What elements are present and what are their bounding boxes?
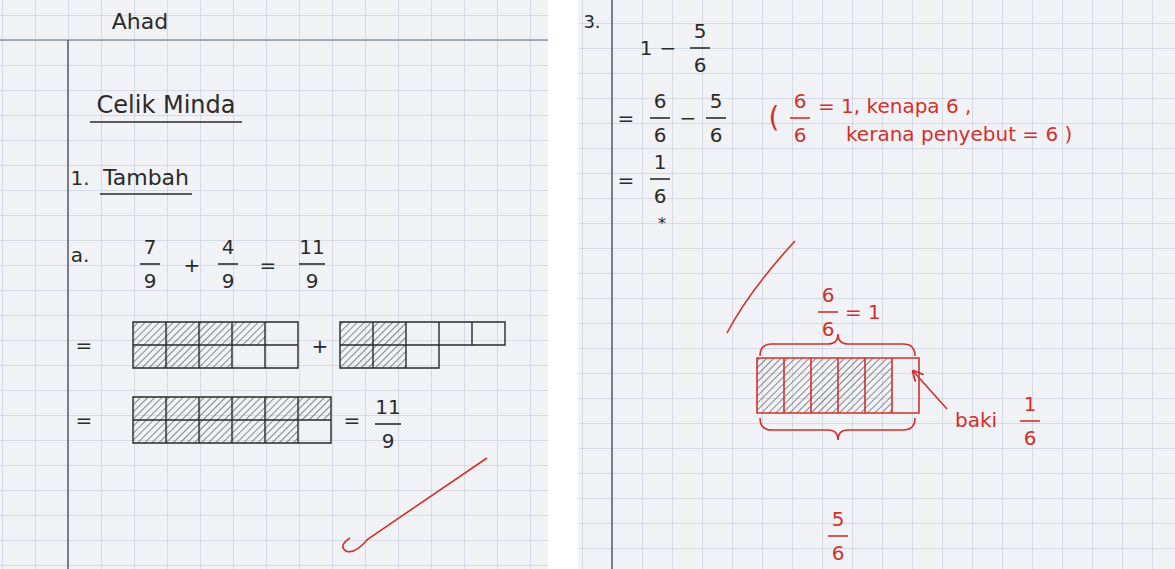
handwritten-text: 5 bbox=[710, 91, 723, 111]
handwritten-text: 6 bbox=[654, 125, 667, 145]
handwritten-text: 11 bbox=[375, 397, 400, 417]
handwritten-text: = bbox=[618, 108, 635, 128]
handwritten-text: = bbox=[76, 410, 93, 430]
margin-line bbox=[611, 0, 613, 569]
handwritten-text: 5 bbox=[832, 509, 845, 529]
handwritten-text: 1 bbox=[640, 38, 653, 58]
handwritten-text: = bbox=[344, 410, 361, 430]
handwritten-text: = bbox=[618, 170, 635, 190]
handwritten-text: − bbox=[660, 38, 677, 58]
handwritten-text: ( bbox=[769, 104, 780, 132]
handwritten-text: 9 bbox=[306, 271, 319, 291]
handwritten-text: 9 bbox=[144, 271, 157, 291]
handwritten-text: * bbox=[658, 216, 666, 232]
handwritten-text: a. bbox=[71, 245, 90, 265]
fraction-grid bbox=[133, 322, 298, 368]
underline bbox=[90, 121, 242, 123]
margin-line bbox=[67, 40, 69, 569]
handwritten-text: + bbox=[184, 255, 201, 275]
handwritten-text: 6 bbox=[832, 543, 845, 563]
handwritten-text: Ahad bbox=[112, 11, 168, 33]
handwritten-text: 3. bbox=[583, 13, 600, 31]
handwritten-text: 4 bbox=[222, 237, 235, 257]
brace bbox=[760, 334, 915, 356]
handwritten-text: = 1 bbox=[845, 302, 881, 322]
fraction-grid bbox=[340, 322, 505, 368]
handwritten-text: 6 bbox=[822, 285, 835, 305]
paper-left bbox=[0, 0, 548, 569]
handwritten-text: 5 bbox=[694, 21, 707, 41]
handwritten-text: 7 bbox=[144, 237, 157, 257]
handwritten-text: = bbox=[76, 335, 93, 355]
check-mark bbox=[727, 241, 795, 333]
fraction-bar-model bbox=[757, 358, 919, 413]
handwritten-text: 6 bbox=[710, 125, 723, 145]
handwritten-text: 6 bbox=[794, 125, 807, 145]
handwritten-text: baki bbox=[955, 410, 997, 430]
handwritten-text: 11 bbox=[299, 237, 324, 257]
handwritten-text: = 1, kenapa 6 , bbox=[818, 96, 971, 116]
fraction-bars-red bbox=[790, 118, 1040, 536]
brace bbox=[760, 418, 915, 440]
handwritten-text: 6 bbox=[654, 186, 667, 206]
fraction-grid bbox=[133, 397, 331, 443]
grid-left bbox=[0, 0, 548, 569]
check-mark bbox=[343, 458, 487, 552]
handwritten-text: 6 bbox=[694, 55, 707, 75]
handwritten-text: 6 bbox=[1024, 428, 1037, 448]
leader-arrow bbox=[913, 371, 947, 409]
handwritten-text: 6 bbox=[654, 91, 667, 111]
handwritten-text: 9 bbox=[222, 271, 235, 291]
paper-right bbox=[578, 0, 1175, 569]
handwritten-text: 1 bbox=[654, 152, 667, 172]
handwritten-text: 6 bbox=[794, 91, 807, 111]
handwritten-text: 1. bbox=[70, 168, 89, 188]
handwritten-text: kerana penyebut = 6 ) bbox=[846, 124, 1072, 144]
grid-right bbox=[578, 0, 1175, 569]
handwritten-text: = bbox=[260, 255, 277, 275]
handwritten-text: 1 bbox=[1024, 394, 1037, 414]
handwritten-text: + bbox=[312, 336, 329, 356]
header-line bbox=[0, 39, 548, 41]
handwritten-text: Tambah bbox=[103, 167, 189, 189]
handwritten-text: Celik Minda bbox=[97, 93, 236, 117]
handwritten-text: 9 bbox=[382, 431, 395, 451]
handwritten-text: − bbox=[680, 108, 697, 128]
underline bbox=[100, 193, 192, 195]
handwritten-text: 6 bbox=[822, 319, 835, 339]
